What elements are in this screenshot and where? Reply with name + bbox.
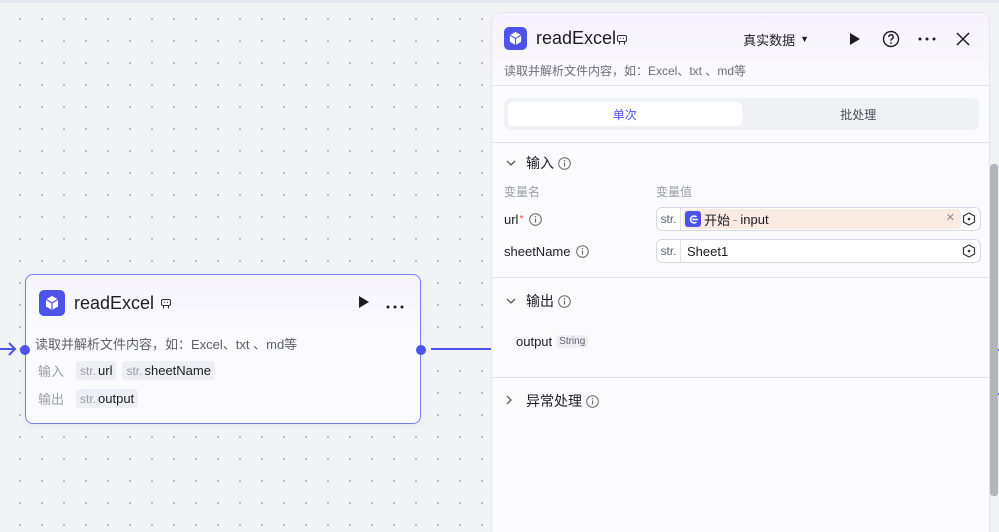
info-icon[interactable] <box>558 156 571 170</box>
node-input-label: 输入 <box>38 364 65 379</box>
variable-picker-icon[interactable] <box>962 244 976 258</box>
sheetname-value[interactable]: Sheet1 <box>687 243 729 259</box>
output-type-badge: String <box>556 335 589 348</box>
var-type-label: str. <box>657 208 681 230</box>
caret-down-icon: ▼ <box>800 34 809 44</box>
output-section-title: 输出 <box>526 293 554 309</box>
tab-batch[interactable]: 批处理 <box>840 107 877 122</box>
error-section-toggle[interactable]: 异常处理 <box>492 378 989 424</box>
col-var-name: 变量名 <box>504 185 541 199</box>
more-button[interactable] <box>915 27 939 51</box>
run-node-button[interactable] <box>358 295 370 314</box>
node-output-port[interactable] <box>416 345 426 355</box>
var-name: sheetName <box>504 244 656 259</box>
node-description: 读取并解析文件内容，如：Excel、txt 、md等 <box>35 337 298 352</box>
input-row-url: url* str. 开始 - input ✕ <box>492 203 989 235</box>
node-output-label: 输出 <box>38 392 65 407</box>
error-section-title: 异常处理 <box>526 393 582 409</box>
info-icon[interactable] <box>576 244 590 258</box>
node-config-panel: readExcel 真实数据 ▼ 读取并解析文件内容，如：Excel、txt 、… <box>491 12 990 532</box>
required-marker: * <box>519 213 524 225</box>
debug-mask-icon <box>160 297 172 309</box>
input-row-sheetname: sheetName str. Sheet1 <box>492 235 989 267</box>
info-icon[interactable] <box>529 212 543 226</box>
debug-mask-icon <box>616 33 628 45</box>
output-item: output String <box>492 324 989 377</box>
input-section-title: 输入 <box>526 155 554 171</box>
panel-description: 读取并解析文件内容，如：Excel、txt 、md等 <box>504 64 747 78</box>
node-output-tag: str.output <box>76 389 139 408</box>
node-outputs-row: 输出 str.output <box>38 389 139 408</box>
var-name: url* <box>504 212 656 227</box>
data-mode-label: 真实数据 <box>743 32 796 48</box>
ref-separator: - <box>733 211 738 227</box>
close-button[interactable] <box>951 27 975 51</box>
node-inputs-row: 输入 str.url str.sheetName <box>38 361 215 380</box>
panel-title: readExcel <box>536 28 617 48</box>
info-icon[interactable] <box>586 394 599 408</box>
chevron-down-icon <box>506 157 516 169</box>
tab-single[interactable]: 单次 <box>508 102 742 126</box>
var-type-label: str. <box>657 240 681 262</box>
run-mode-tabs: 单次 批处理 <box>504 98 979 130</box>
chevron-down-icon <box>506 295 516 307</box>
output-section: 输出 output String <box>492 278 989 378</box>
col-var-value: 变量值 <box>656 185 693 199</box>
node-input-port[interactable] <box>20 345 30 355</box>
incoming-edge-arrow-icon <box>0 341 18 357</box>
help-button[interactable] <box>879 27 903 51</box>
node-more-button[interactable] <box>386 296 404 314</box>
outgoing-edge[interactable] <box>431 348 493 350</box>
variable-reference-chip[interactable]: 开始 - input ✕ <box>683 209 961 229</box>
run-button[interactable] <box>843 27 867 51</box>
url-value-field[interactable]: str. 开始 - input ✕ <box>656 207 981 231</box>
node-title: readExcel <box>74 292 155 313</box>
ref-node-name: 开始 <box>704 212 731 228</box>
output-section-toggle[interactable]: 输出 <box>492 278 989 324</box>
run-mode-tabs-wrap: 单次 批处理 <box>492 86 989 143</box>
input-section-toggle[interactable]: 输入 <box>492 143 989 183</box>
ref-variable-name: input <box>740 211 769 227</box>
chevron-right-icon <box>506 395 516 408</box>
workflow-node-readexcel[interactable]: readExcel 读取并解析文件内容，如：Excel、txt 、md等 输入 … <box>20 274 426 424</box>
data-mode-select[interactable]: 真实数据 ▼ <box>743 30 809 49</box>
node-input-tag: str.url <box>76 361 117 380</box>
panel-header: readExcel 真实数据 ▼ 读取并解析文件内容，如：Excel、txt 、… <box>492 13 989 86</box>
clear-icon[interactable]: ✕ <box>945 212 955 224</box>
panel-scrollbar[interactable] <box>990 164 998 496</box>
node-input-tag: str.sheetName <box>122 361 215 380</box>
plugin-cube-icon <box>39 290 65 316</box>
info-icon[interactable] <box>558 294 571 308</box>
error-handling-section: 异常处理 <box>492 378 989 424</box>
start-node-icon <box>685 211 701 227</box>
sheetname-value-field[interactable]: str. Sheet1 <box>656 239 981 263</box>
variable-picker-icon[interactable] <box>962 212 976 226</box>
plugin-cube-icon <box>504 27 527 50</box>
input-section: 输入 变量名 变量值 url* str. 开始 <box>492 143 989 278</box>
output-name: output <box>516 334 553 349</box>
input-column-headers: 变量名 变量值 <box>492 183 989 199</box>
